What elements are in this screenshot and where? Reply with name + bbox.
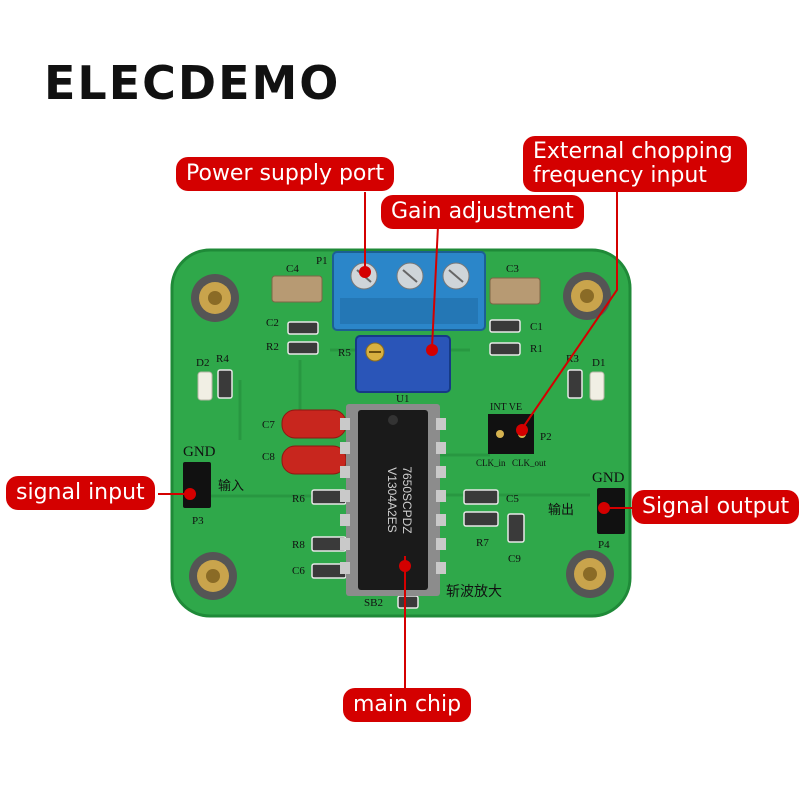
label-p4: P4 <box>598 539 610 551</box>
callout-signal-input: signal input <box>6 476 155 510</box>
smd-capacitor <box>271 275 323 303</box>
callout-power-supply: Power supply port <box>176 157 395 191</box>
label-in-cn: 输入 <box>218 478 244 494</box>
label-r6: R6 <box>292 493 305 505</box>
label-gnd-out: GND <box>592 470 625 486</box>
signal-output-header <box>597 488 625 534</box>
callout-leaders <box>158 188 634 688</box>
film-capacitor <box>281 445 347 475</box>
chip-marking: V1304A2ES <box>385 467 399 532</box>
label-r1: R1 <box>530 343 543 355</box>
label-r3: R3 <box>566 353 579 365</box>
label-c4: C4 <box>286 263 299 275</box>
label-c1: C1 <box>530 321 543 333</box>
label-int-ve: INT VE <box>490 402 522 413</box>
brand-logo-text: ELECDEMO <box>44 56 341 110</box>
terminal-block <box>332 251 486 331</box>
smd-components <box>217 319 583 609</box>
main-chip-dip14 <box>340 404 446 596</box>
label-c2: C2 <box>266 317 279 329</box>
board-title-cn: 斩波放大 <box>446 584 502 600</box>
label-u1: U1 <box>396 393 409 405</box>
led <box>589 371 605 401</box>
mounting-screw <box>566 550 614 598</box>
label-p2: P2 <box>540 431 552 443</box>
callout-signal-output: Signal output <box>632 490 800 524</box>
callout-chopping-line2: frequency input <box>533 163 707 188</box>
mounting-screw <box>563 272 611 320</box>
chip-marking: 7650SCPDZ <box>400 466 414 533</box>
mounting-screw <box>191 274 239 322</box>
callout-dots <box>184 266 610 572</box>
callout-main-chip: main chip <box>343 688 472 722</box>
potentiometer <box>355 335 451 393</box>
label-out-cn: 输出 <box>548 502 574 518</box>
silkscreen-labels: C4 P1 C3 C2 R2 C1 R1 R5 D2 R4 R3 D1 U1 I… <box>183 255 625 609</box>
label-sb2: SB2 <box>364 597 383 609</box>
label-d2: D2 <box>196 357 209 369</box>
label-c7: C7 <box>262 419 275 431</box>
callout-gain-adjustment: Gain adjustment <box>381 195 584 229</box>
callout-chopping-frequency: External chopping frequency input <box>523 136 747 192</box>
label-p1: P1 <box>316 255 328 267</box>
label-r2: R2 <box>266 341 279 353</box>
label-gnd-in: GND <box>183 444 216 460</box>
label-clk-out: CLK_out <box>512 458 547 468</box>
label-c3: C3 <box>506 263 519 275</box>
label-c5: C5 <box>506 493 519 505</box>
signal-input-header <box>183 462 211 508</box>
label-d1: D1 <box>592 357 605 369</box>
label-r5: R5 <box>338 347 351 359</box>
label-r4: R4 <box>216 353 229 365</box>
mounting-screw <box>189 552 237 600</box>
label-clk-in: CLK_in <box>476 458 506 468</box>
label-p3: P3 <box>192 515 204 527</box>
label-c9: C9 <box>508 553 521 565</box>
label-r8: R8 <box>292 539 305 551</box>
led <box>197 371 213 401</box>
label-c8: C8 <box>262 451 275 463</box>
film-capacitor <box>281 409 347 439</box>
label-r7: R7 <box>476 537 489 549</box>
smd-capacitor <box>489 277 541 305</box>
callout-chopping-line1: External chopping <box>533 139 733 164</box>
label-c6: C6 <box>292 565 305 577</box>
